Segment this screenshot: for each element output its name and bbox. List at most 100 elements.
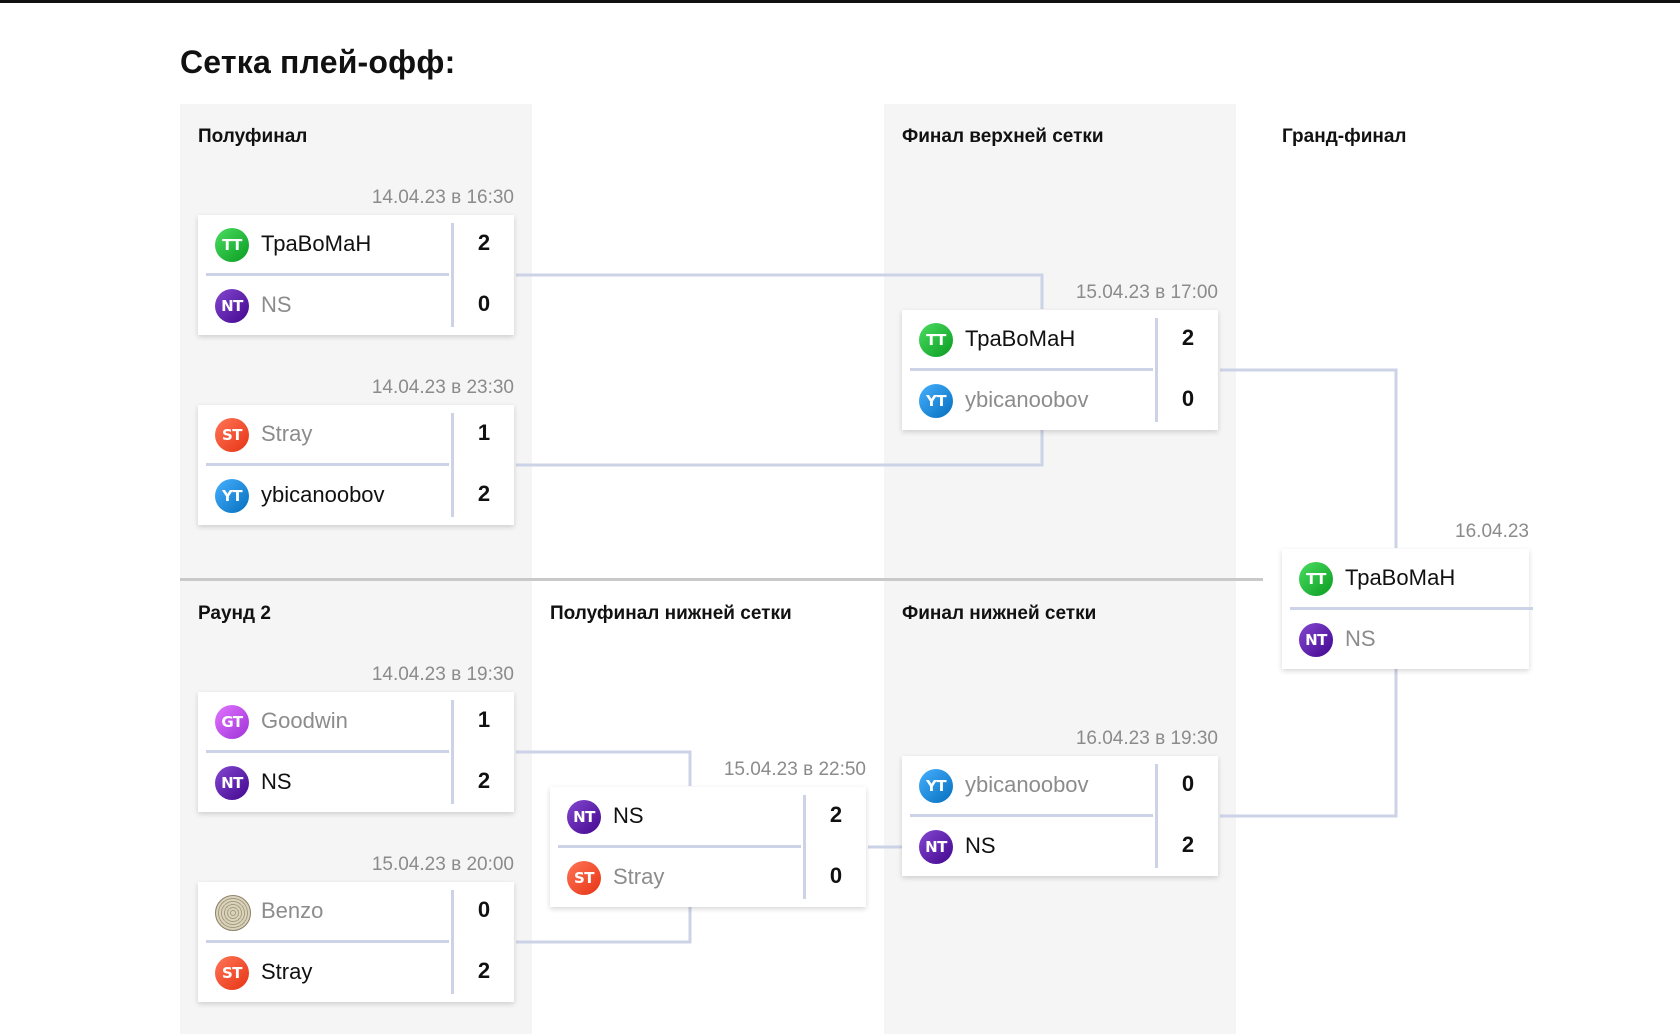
team-row[interactable]: NT NS — [1282, 610, 1598, 670]
score-separator — [451, 223, 454, 327]
row-separator — [910, 814, 1153, 817]
team-name: ТраВоМаН — [965, 326, 1076, 351]
gt-logo-icon: GT — [215, 705, 249, 739]
score-separator — [803, 795, 806, 899]
row-separator — [558, 845, 801, 848]
column-label-lower-round2: Раунд 2 — [198, 603, 271, 624]
team-row[interactable]: NT NS 2 — [198, 753, 514, 813]
match-time: 14.04.23 в 16:30 — [371, 187, 514, 208]
connector-ub-sf1-to-ub-final — [516, 273, 1044, 309]
connector-lb-r2-1-to-lb-sf — [516, 750, 692, 786]
match-card[interactable]: 16.04.23 в 19:30 YT ybicanoobov 0 NT NS … — [902, 728, 1218, 877]
team-score: 1 — [477, 707, 491, 732]
team-row[interactable]: NT NS 2 — [550, 787, 866, 847]
match-time: 14.04.23 в 19:30 — [371, 664, 514, 685]
connector-lb-r2-2-to-lb-sf — [516, 906, 692, 944]
team-row[interactable]: NT NS 2 — [902, 817, 1218, 877]
row-separator — [1290, 607, 1533, 610]
team-score: 2 — [1181, 832, 1195, 857]
tt-logo-icon: TT — [1299, 562, 1333, 596]
score-separator — [451, 890, 454, 994]
team-name: ybicanoobov — [965, 772, 1089, 797]
team-row[interactable]: TT ТраВоМаН 2 — [902, 310, 1218, 370]
team-score: 2 — [477, 481, 491, 506]
match-card[interactable]: 15.04.23 в 17:00 TT ТраВоМаН 2 YT ybican… — [902, 282, 1218, 431]
team-score: 2 — [1181, 325, 1195, 350]
column-label-upper-final: Финал верхней сетки — [902, 126, 1104, 147]
match-time: 15.04.23 в 20:00 — [371, 854, 514, 875]
benzo-logo-icon — [215, 895, 251, 931]
match-card[interactable]: 15.04.23 в 20:00 Benzo 0 ST Stray 2 — [198, 854, 514, 1003]
upper-lower-divider — [180, 578, 1263, 581]
match-time: 15.04.23 в 22:50 — [723, 759, 866, 780]
team-name: Stray — [613, 864, 665, 889]
match-time: 16.04.23 — [1455, 521, 1529, 542]
score-separator — [451, 700, 454, 804]
team-score: 0 — [1181, 386, 1195, 411]
team-name: NS — [261, 292, 292, 317]
team-score: 2 — [477, 768, 491, 793]
team-row[interactable]: Benzo 0 — [198, 882, 514, 942]
match-card[interactable]: 14.04.23 в 16:30 TT ТраВоМаН 2 NT NS 0 — [198, 187, 514, 336]
team-row[interactable]: YT ybicanoobov 0 — [902, 371, 1218, 431]
team-score: 2 — [829, 802, 843, 827]
connector-ub-sf2-to-ub-final — [516, 429, 1044, 467]
yt-logo-icon: YT — [919, 769, 953, 803]
team-name: ybicanoobov — [261, 482, 385, 507]
team-score: 0 — [477, 291, 491, 316]
yt-logo-icon: YT — [215, 479, 249, 513]
score-separator — [1155, 764, 1158, 868]
team-name: ТраВоМаН — [261, 231, 372, 256]
team-name: ybicanoobov — [965, 387, 1089, 412]
team-name: NS — [965, 833, 996, 858]
st-logo-icon: ST — [215, 418, 249, 452]
team-row[interactable]: ST Stray 1 — [198, 405, 514, 465]
tt-logo-icon: TT — [919, 323, 953, 357]
match-card[interactable]: 14.04.23 в 19:30 GT Goodwin 1 NT NS 2 — [198, 664, 514, 813]
connector-lb-final-to-grand-final — [1220, 669, 1398, 818]
team-row[interactable]: TT ТраВоМаН 2 — [198, 215, 514, 275]
column-label-grand-final: Гранд-финал — [1282, 126, 1407, 147]
team-name: ТраВоМаН — [1345, 565, 1456, 590]
team-name: Goodwin — [261, 708, 348, 733]
match-time: 14.04.23 в 23:30 — [371, 377, 514, 398]
team-name: NS — [1345, 626, 1376, 651]
team-row[interactable]: YT ybicanoobov 2 — [198, 466, 514, 526]
column-label-upper-semifinal: Полуфинал — [198, 126, 308, 147]
nt-logo-icon: NT — [567, 800, 601, 834]
team-row[interactable]: YT ybicanoobov 0 — [902, 756, 1218, 816]
yt-logo-icon: YT — [919, 384, 953, 418]
match-card[interactable]: 16.04.23 TT ТраВоМаН NT NS — [1282, 521, 1598, 670]
st-logo-icon: ST — [215, 956, 249, 990]
connector-ub-final-to-grand-final — [1220, 368, 1398, 548]
nt-logo-icon: NT — [919, 830, 953, 864]
team-row[interactable]: ST Stray 0 — [550, 848, 866, 908]
match-card[interactable]: 14.04.23 в 23:30 ST Stray 1 YT ybicanoob… — [198, 377, 514, 526]
team-name: NS — [613, 803, 644, 828]
team-name: Stray — [261, 959, 313, 984]
team-row[interactable]: ST Stray 2 — [198, 943, 514, 1003]
column-label-lower-final: Финал нижней сетки — [902, 603, 1097, 624]
top-border — [0, 0, 1680, 3]
score-separator — [1155, 318, 1158, 422]
match-card[interactable]: 15.04.23 в 22:50 NT NS 2 ST Stray 0 — [550, 759, 866, 908]
team-row[interactable]: GT Goodwin 1 — [198, 692, 514, 752]
team-name: Benzo — [261, 898, 324, 923]
nt-logo-icon: NT — [215, 289, 249, 323]
team-name: Stray — [261, 421, 313, 446]
row-separator — [206, 940, 449, 943]
team-name: NS — [261, 769, 292, 794]
team-row[interactable]: TT ТраВоМаН — [1282, 549, 1598, 609]
team-score: 2 — [477, 230, 491, 255]
match-time: 16.04.23 в 19:30 — [1075, 728, 1218, 749]
row-separator — [910, 368, 1153, 371]
team-score: 2 — [477, 958, 491, 983]
row-separator — [206, 750, 449, 753]
team-row[interactable]: NT NS 0 — [198, 276, 514, 336]
team-score: 0 — [1181, 771, 1195, 796]
page-title: Сетка плей-офф: — [180, 44, 456, 80]
team-score: 0 — [477, 897, 491, 922]
st-logo-icon: ST — [567, 861, 601, 895]
